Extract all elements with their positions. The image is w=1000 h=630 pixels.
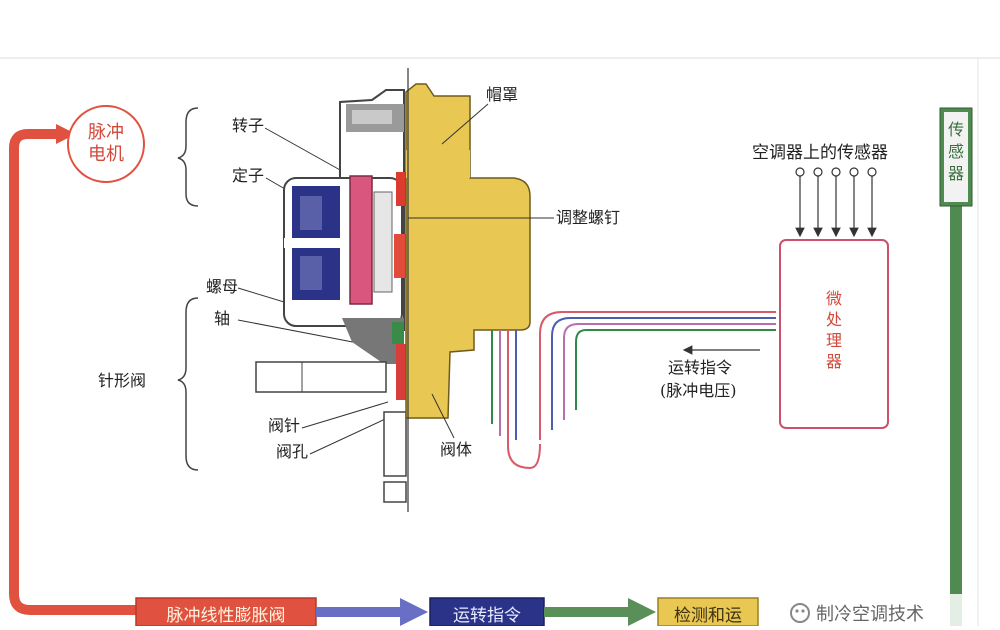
sensors-on-ac-label: 空调器上的传感器 <box>752 143 888 163</box>
signal-wires <box>491 311 776 470</box>
micro-char-4: 器 <box>826 352 842 371</box>
top-whitespace <box>0 0 1000 58</box>
valve-needle-label: 阀针 <box>268 416 300 435</box>
flow-arrow-1 <box>400 598 428 626</box>
cap-leader <box>441 103 489 145</box>
nut-label: 螺母 <box>206 277 238 296</box>
micro-processor-box <box>779 239 889 429</box>
run-command-label: 运转指令 <box>668 358 732 377</box>
micro-char-1: 微 <box>826 289 842 308</box>
flow-arrow-2 <box>628 598 656 626</box>
rotor-label: 转子 <box>232 116 264 135</box>
sensor-char-2: 感 <box>948 142 964 161</box>
adjust-screw-label: 调整螺钉 <box>556 208 620 227</box>
watermark: 制冷空调技术 <box>780 594 966 626</box>
micro-processor-label: 微 处 理 器 <box>826 289 842 371</box>
sensor-char-3: 器 <box>948 164 964 183</box>
sensor-bar: 传 感 器 <box>939 107 973 626</box>
motor-label-line2: 电机 <box>88 144 124 165</box>
flow-box-run-command-label: 运转指令 <box>453 606 521 626</box>
micro-char-2: 处 <box>826 310 842 329</box>
sensor-inputs <box>795 167 877 238</box>
needle-valve-label: 针形阀 <box>98 371 146 390</box>
pulse-voltage-label: (脉冲电压) <box>660 381 737 400</box>
cap-label: 帽罩 <box>486 85 518 104</box>
sensor-char-1: 传 <box>948 120 964 139</box>
valve-mechanism <box>255 89 407 503</box>
flow-box-detect-label: 检测和运 <box>674 606 742 626</box>
watermark-text: 制冷空调技术 <box>816 604 924 625</box>
pulse-motor-circle: 脉冲 电机 <box>67 105 145 183</box>
wechat-icon <box>790 603 810 623</box>
flow-box-expansion-valve-label: 脉冲线性膨胀阀 <box>167 606 286 626</box>
stator-label: 定子 <box>232 166 264 185</box>
valve-body-gold <box>405 68 531 512</box>
micro-char-3: 理 <box>826 331 842 350</box>
bottom-flow: 脉冲线性膨胀阀 运转指令 检测和运 <box>135 597 759 627</box>
valve-body-label: 阀体 <box>440 440 472 459</box>
pulse-feedback-arrow <box>9 124 140 615</box>
motor-label-line1: 脉冲 <box>88 122 124 143</box>
shaft-label: 轴 <box>214 309 230 328</box>
valve-hole-label: 阀孔 <box>276 442 308 461</box>
valve-brace <box>177 297 199 471</box>
motor-brace <box>177 107 199 207</box>
valve-body-leader <box>431 393 455 439</box>
